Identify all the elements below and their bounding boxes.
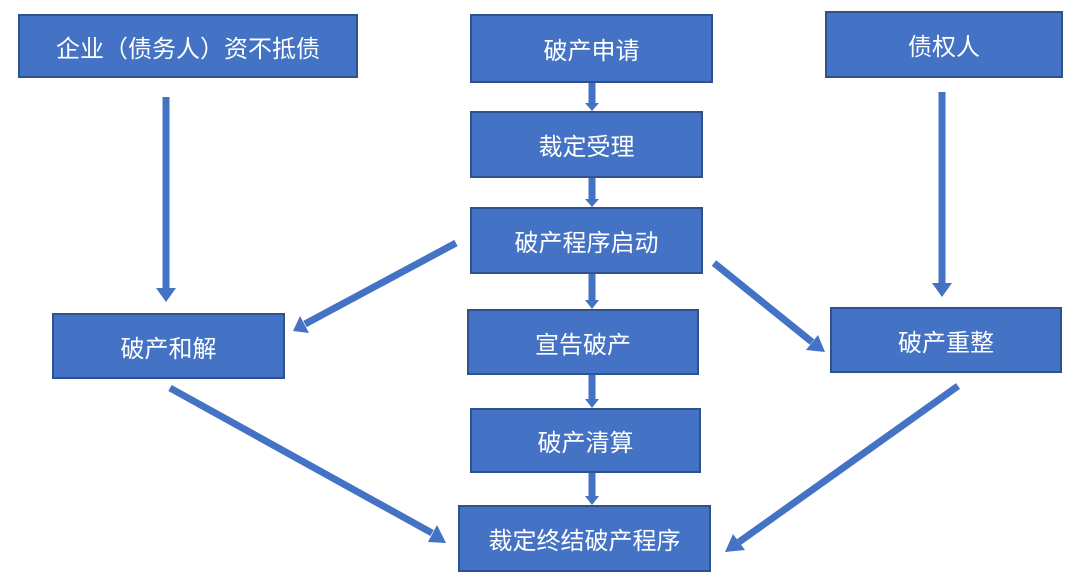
- node-bankruptcy-reorganization-label: 破产重整: [898, 328, 994, 357]
- node-bankruptcy-reorganization: 破产重整: [830, 307, 1062, 373]
- arrowhead-settlement-to-terminate: [428, 525, 446, 543]
- arrowhead-reorganization-to-terminate: [725, 534, 745, 552]
- node-declare-bankruptcy: 宣告破产: [467, 309, 699, 375]
- node-bankruptcy-liquidation-label: 破产清算: [537, 429, 634, 457]
- node-debtor-insolvent: 企业（债务人）资不抵债: [18, 14, 358, 78]
- node-creditor: 债权人: [825, 11, 1063, 78]
- arrowhead-creditor-to-reorganization: [932, 283, 952, 297]
- arrow-settlement-to-terminate: [168, 384, 434, 537]
- arrowhead-start-to-declare: [585, 300, 599, 309]
- node-bankruptcy-application: 破产申请: [470, 14, 713, 83]
- arrow-reorganization-to-terminate: [736, 383, 961, 545]
- arrowhead-application-to-acceptance: [585, 103, 599, 111]
- node-ruling-acceptance: 裁定受理: [470, 111, 703, 178]
- node-ruling-acceptance-label: 裁定受理: [538, 133, 635, 161]
- node-bankruptcy-liquidation: 破产清算: [470, 408, 701, 473]
- arrowhead-liquidation-to-terminate: [585, 496, 599, 505]
- arrowhead-debtor-to-settlement: [156, 288, 176, 302]
- arrowhead-declare-to-liquidation: [585, 399, 599, 408]
- node-bankruptcy-procedure-start: 破产程序启动: [470, 207, 703, 274]
- node-ruling-terminate-procedure: 裁定终结破产程序: [458, 505, 711, 572]
- node-debtor-insolvent-label: 企业（债务人）资不抵债: [56, 34, 320, 63]
- node-bankruptcy-settlement-label: 破产和解: [120, 334, 217, 363]
- node-creditor-label: 债权人: [908, 33, 980, 61]
- node-ruling-terminate-procedure-label: 裁定终结破产程序: [488, 527, 681, 555]
- node-declare-bankruptcy-label: 宣告破产: [535, 330, 631, 359]
- arrow-start-to-settlement: [303, 239, 458, 328]
- node-bankruptcy-procedure-start-label: 破产程序启动: [514, 229, 659, 257]
- arrowhead-start-to-settlement: [293, 316, 309, 333]
- node-bankruptcy-application-label: 破产申请: [543, 37, 640, 65]
- arrowhead-start-to-reorganization: [806, 335, 825, 352]
- arrowhead-acceptance-to-start: [585, 199, 599, 207]
- arrow-start-to-reorganization: [711, 260, 815, 345]
- node-bankruptcy-settlement: 破产和解: [52, 313, 285, 379]
